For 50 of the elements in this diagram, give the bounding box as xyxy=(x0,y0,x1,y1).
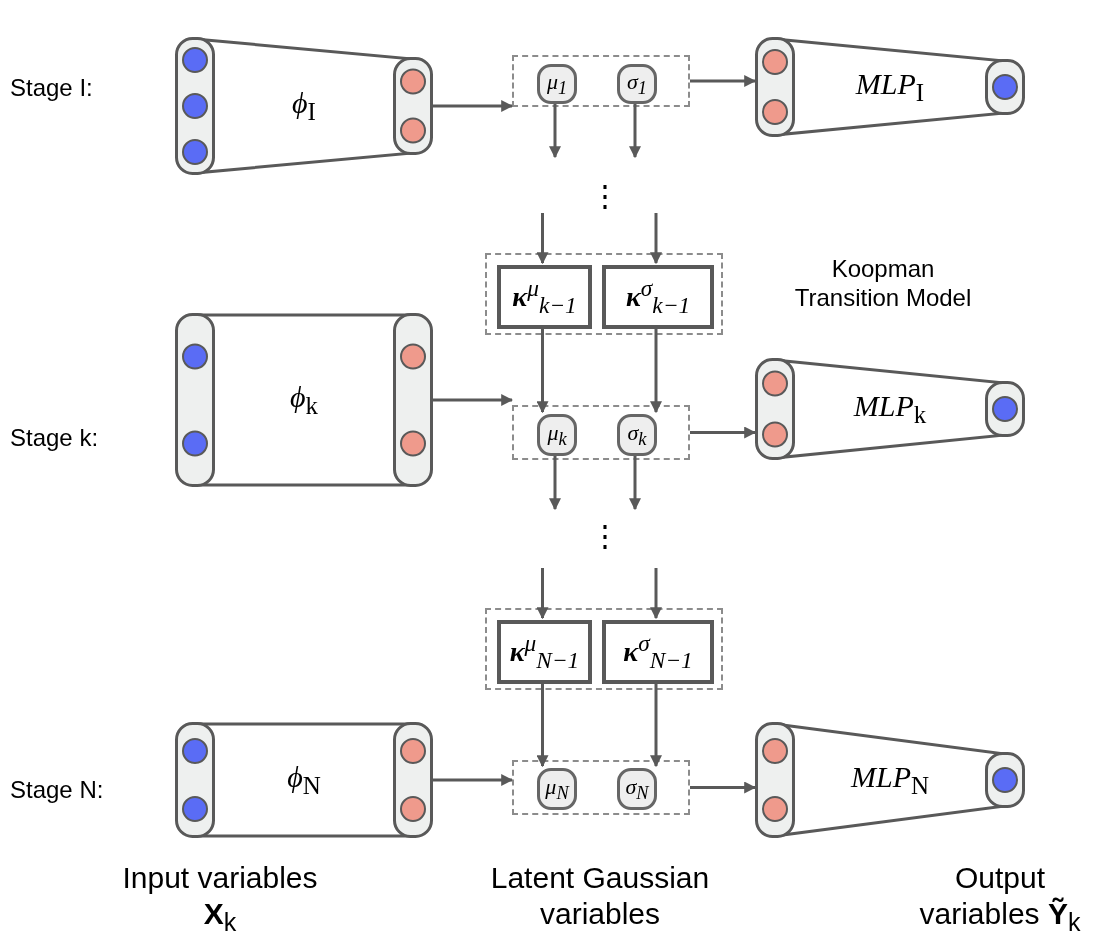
decoder-drawing xyxy=(755,37,1025,137)
arrow xyxy=(536,568,549,620)
arrow xyxy=(690,781,757,794)
latent-node: σ$_{k}$ xyxy=(617,414,657,456)
axis-caption: Latent Gaussian variables xyxy=(489,860,711,932)
arrow xyxy=(433,100,514,112)
arrow xyxy=(690,426,757,439)
model-caption: Koopman Transition Model xyxy=(793,255,973,313)
arrow xyxy=(536,327,549,414)
latent-node: μ$_{N}$ xyxy=(537,768,577,810)
arrow xyxy=(536,682,549,768)
dashed-group-box xyxy=(485,608,723,690)
network-label: ϕ$_{N}$ xyxy=(287,760,321,800)
arrow xyxy=(549,454,561,511)
dashed-group-box xyxy=(512,760,690,815)
arrow xyxy=(650,568,662,620)
arrow xyxy=(433,394,514,406)
dashed-group-box xyxy=(512,55,690,107)
ellipsis-dots: ⋮ xyxy=(590,178,620,213)
decoder-drawing xyxy=(755,358,1025,460)
arrow xyxy=(549,102,561,159)
arrow xyxy=(629,102,641,159)
arrow xyxy=(629,454,641,511)
latent-node: μ$_{k}$ xyxy=(537,414,577,456)
arrow xyxy=(650,213,662,265)
dashed-group-box xyxy=(512,405,690,460)
axis-caption: Input variables X$_{k}$ xyxy=(121,860,319,937)
network-label: ϕ$_{I}$ xyxy=(292,86,316,126)
encoder-drawing xyxy=(175,722,433,838)
stage-label: Stage I: xyxy=(10,74,93,102)
arrow xyxy=(433,774,514,786)
latent-node: σ$_{N}$ xyxy=(617,768,657,810)
arrow xyxy=(650,327,662,414)
encoder-drawing xyxy=(175,313,433,487)
encoder-drawing xyxy=(175,37,433,175)
network-label: MLP$_{N}$ xyxy=(850,760,930,800)
axis-caption: Output variables Ỹ$_{k}$ xyxy=(918,860,1082,937)
arrow xyxy=(650,682,662,768)
stage-label: Stage N: xyxy=(10,776,104,804)
dashed-group-box xyxy=(485,253,723,335)
ellipsis-dots: ⋮ xyxy=(590,518,620,553)
arrow xyxy=(690,75,757,87)
arrow xyxy=(536,213,549,265)
stage-label: Stage k: xyxy=(10,424,99,452)
network-label: MLP$_{k}$ xyxy=(853,389,927,429)
network-label: ϕ$_{k}$ xyxy=(290,380,318,420)
decoder-drawing xyxy=(755,722,1025,838)
network-label: MLP$_{I}$ xyxy=(855,67,925,107)
latent-node: σ$_{1}$ xyxy=(617,64,657,104)
latent-node: μ$_{1}$ xyxy=(537,64,577,104)
